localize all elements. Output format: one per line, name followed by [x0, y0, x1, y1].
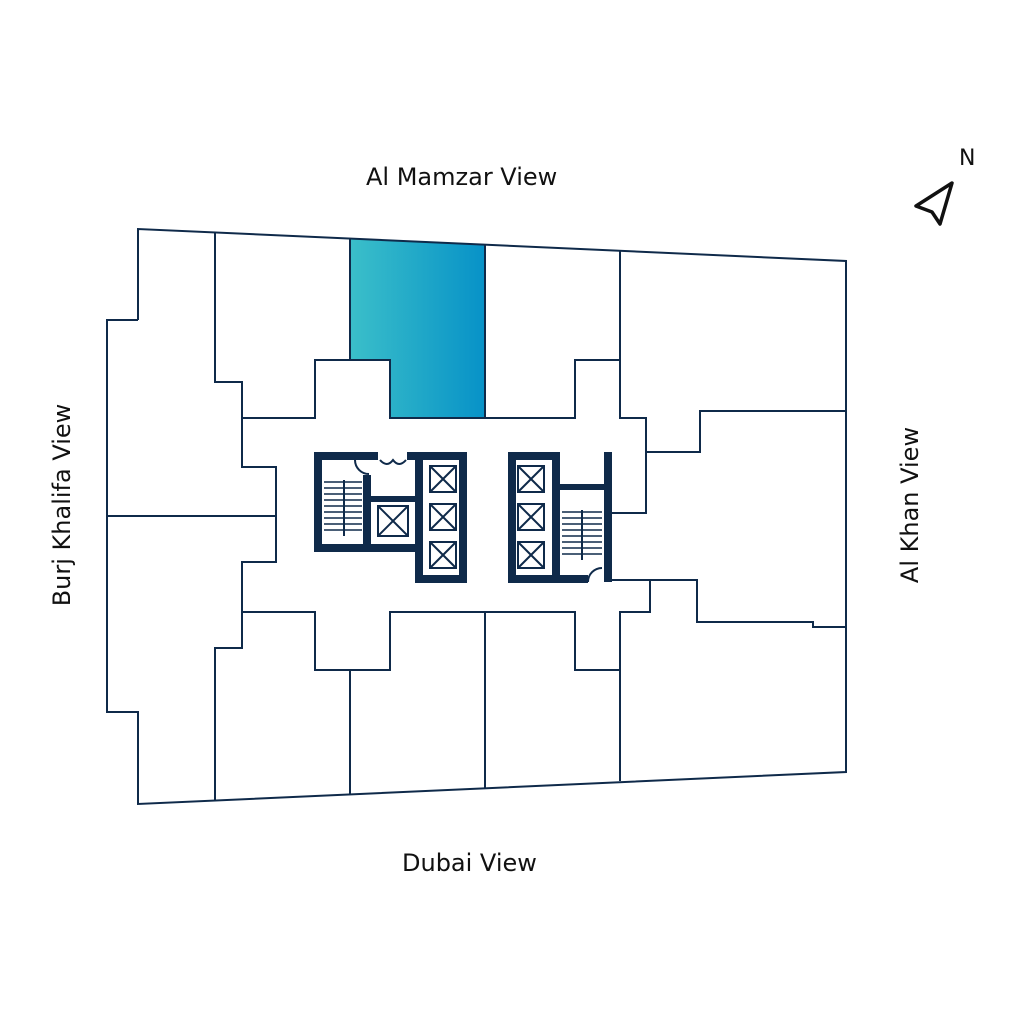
- highlighted-unit[interactable]: [350, 238, 485, 418]
- elevator-icons: [377, 465, 545, 569]
- stairs-right-icon: [562, 510, 602, 560]
- view-label-west: Burj Khalifa View: [48, 403, 76, 607]
- north-arrow-icon: [914, 181, 954, 226]
- view-label-east: Al Khan View: [896, 426, 924, 584]
- view-label-north: Al Mamzar View: [366, 163, 558, 191]
- building-core: [314, 452, 612, 583]
- unit-outlines: [106, 227, 847, 806]
- stairs-left-icon: [324, 480, 362, 536]
- view-label-south: Dubai View: [402, 849, 537, 877]
- compass-north-label: N: [959, 146, 976, 171]
